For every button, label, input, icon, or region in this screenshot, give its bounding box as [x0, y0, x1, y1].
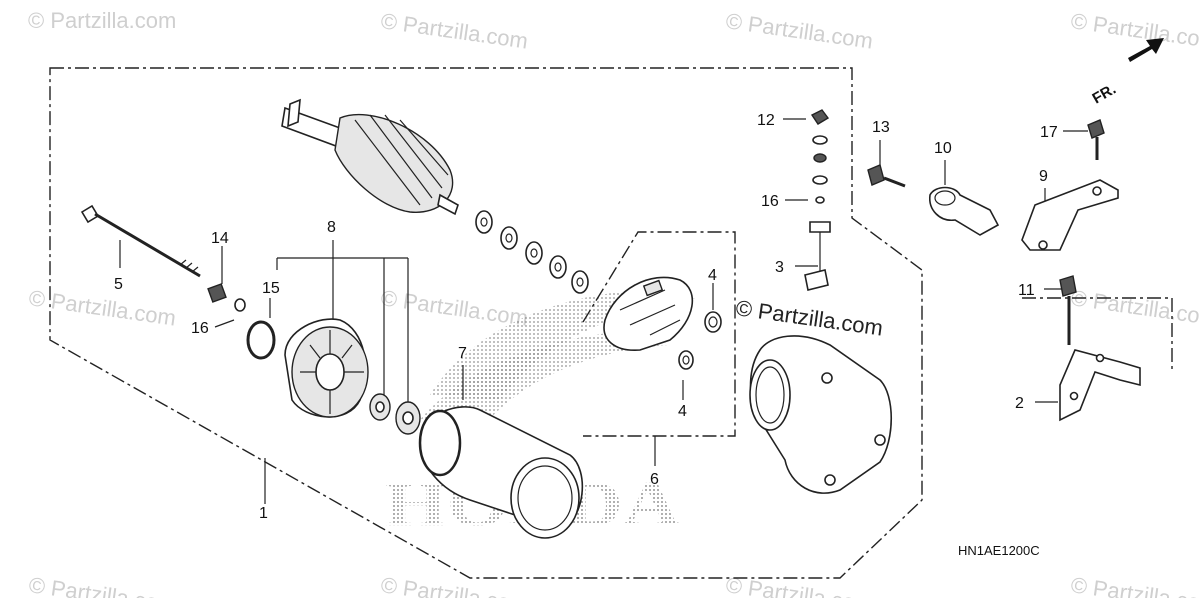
callout-7[interactable]: 7	[458, 345, 467, 362]
motor-case	[418, 406, 584, 539]
watermark-text: © Partzilla.com	[28, 8, 176, 33]
direction-arrow-icon	[1128, 38, 1164, 62]
brush-holder-border	[582, 231, 736, 437]
bolt-17	[1087, 119, 1105, 160]
front-direction-indicator: FR.	[1090, 38, 1164, 108]
front-cover	[284, 318, 369, 418]
callout-13[interactable]: 13	[872, 119, 890, 136]
callout-15[interactable]: 15	[262, 280, 280, 297]
watermark-text: © Partzilla.com	[1069, 572, 1200, 598]
callout-labels: 1 2 3 4 4 5 6 7 8 9 10 11 12 13 14 15 16…	[114, 112, 1058, 522]
starter-assembly-border	[49, 67, 923, 579]
callout-6[interactable]: 6	[650, 471, 659, 488]
callout-17[interactable]: 17	[1040, 124, 1058, 141]
watermark-text: © Partzilla.com	[724, 8, 874, 53]
clamp-assembly	[867, 164, 1000, 236]
washer-set	[475, 210, 589, 294]
bearings	[369, 393, 421, 435]
callout-3[interactable]: 3	[775, 259, 784, 276]
callout-4a[interactable]: 4	[708, 267, 717, 284]
callout-10[interactable]: 10	[934, 140, 952, 157]
watermark-text: © Partzilla.com	[1069, 8, 1200, 53]
honda-wing-icon	[420, 330, 670, 430]
watermark-text: © Partzilla.com	[1069, 285, 1200, 330]
callout-5[interactable]: 5	[114, 276, 123, 293]
diagram-code: HN1AE1200C	[958, 543, 1040, 558]
watermark-text: © Partzilla.com	[379, 8, 529, 53]
brush-springs	[678, 311, 722, 370]
bolt-11	[1059, 275, 1077, 345]
nut-14	[207, 283, 227, 303]
parts-layer	[80, 98, 1141, 539]
rear-cover	[749, 335, 893, 494]
armature	[281, 98, 459, 216]
washer-16	[234, 298, 246, 312]
watermark-text: © Partzilla.com	[724, 572, 874, 598]
callout-11[interactable]: 11	[1018, 282, 1035, 299]
callout-14[interactable]: 14	[211, 230, 229, 247]
callout-2[interactable]: 2	[1015, 395, 1024, 412]
callout-12[interactable]: 12	[757, 112, 775, 129]
leader-lines	[119, 118, 1088, 504]
watermark-text: © Partzilla.com	[379, 285, 529, 330]
terminal-stack	[804, 109, 831, 291]
callout-9[interactable]: 9	[1039, 168, 1048, 185]
bracket-9	[1021, 179, 1119, 251]
callout-16a[interactable]: 16	[191, 320, 209, 337]
through-bolt	[80, 204, 201, 278]
callout-1[interactable]: 1	[259, 505, 268, 522]
relay-group-border	[1022, 297, 1173, 370]
watermark-text: © Partzilla.com	[27, 572, 177, 598]
o-ring	[246, 320, 276, 360]
callout-16b[interactable]: 16	[761, 193, 779, 210]
callout-4b[interactable]: 4	[678, 403, 687, 420]
center-watermark-text: © Partzilla.com	[734, 295, 884, 340]
brush-holder	[603, 276, 694, 351]
watermark-text: © Partzilla.com	[379, 572, 529, 598]
front-label: FR.	[1090, 81, 1119, 108]
assembly-outline	[49, 67, 1173, 579]
callout-8[interactable]: 8	[327, 219, 336, 236]
